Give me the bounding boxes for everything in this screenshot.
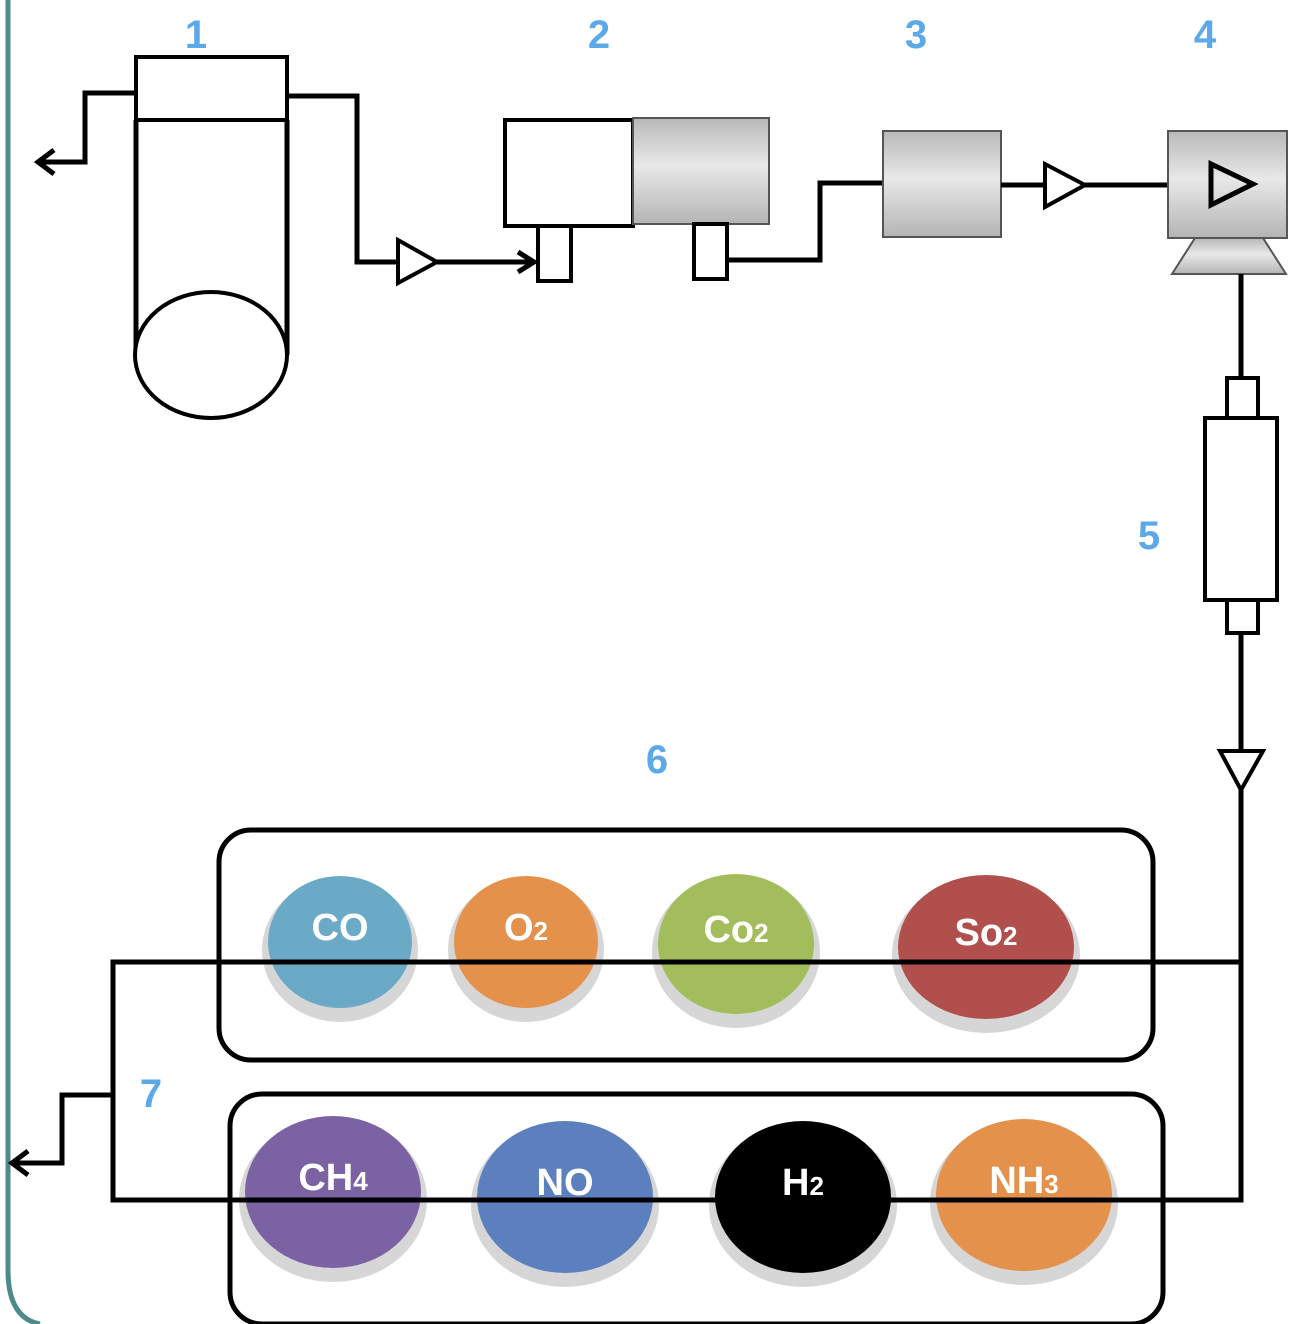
sensor-disc bbox=[245, 1116, 421, 1268]
label-1: 1 bbox=[185, 13, 207, 57]
sensor-h2: H2 bbox=[709, 1121, 897, 1287]
flow-pump-unit bbox=[1167, 130, 1288, 275]
sensor-label-main: NO bbox=[537, 1162, 594, 1204]
sensor-label-subscript: 2 bbox=[534, 916, 548, 946]
check-valve-1 bbox=[396, 236, 442, 287]
sensor-label-main: CO bbox=[312, 907, 369, 949]
gas-flow-loop bbox=[110, 790, 1244, 1203]
sensor-label-subscript: 2 bbox=[1003, 921, 1017, 951]
sensor-label: H2 bbox=[782, 1162, 824, 1204]
check-valve-2 bbox=[1043, 160, 1090, 211]
sensor-array-box-bottom bbox=[227, 1091, 1166, 1324]
label-7: 7 bbox=[140, 1072, 162, 1116]
sensor-label-main: H bbox=[782, 1162, 809, 1204]
sensor-label-main: O bbox=[504, 907, 534, 949]
label-3: 3 bbox=[905, 13, 927, 57]
sensor-label-subscript: 4 bbox=[353, 1166, 368, 1196]
sensor-o2: O2 bbox=[448, 876, 604, 1022]
outer-frame bbox=[5, 0, 41, 1324]
pipe-1-to-2 bbox=[287, 93, 398, 265]
sensor-label-main: Co bbox=[703, 909, 754, 951]
sensor-disc bbox=[898, 875, 1074, 1019]
sensor-label: Co2 bbox=[703, 909, 768, 951]
label-6: 6 bbox=[646, 738, 668, 782]
check-valve-3 bbox=[1216, 749, 1267, 795]
sensor-label-subscript: 2 bbox=[754, 918, 768, 948]
drying-tube bbox=[1203, 376, 1279, 635]
sensor-co2: Co2 bbox=[652, 874, 820, 1028]
sensor-label-main: NH bbox=[989, 1160, 1044, 1202]
sensor-label: So2 bbox=[954, 912, 1017, 954]
sensor-disc bbox=[715, 1121, 891, 1273]
pump-unit bbox=[503, 117, 770, 283]
sensor-label-subscript: 3 bbox=[1044, 1169, 1058, 1199]
filter-unit bbox=[882, 130, 1002, 238]
sensor-disc bbox=[936, 1119, 1112, 1271]
sensor-label: O2 bbox=[504, 907, 548, 949]
exhaust-outlet-bottom bbox=[7, 1092, 113, 1177]
label-4: 4 bbox=[1194, 13, 1217, 57]
label-2: 2 bbox=[588, 13, 610, 57]
sensor-label: CH4 bbox=[298, 1157, 368, 1199]
sensor-label-main: So bbox=[954, 912, 1003, 954]
pipe-2-to-3 bbox=[727, 180, 883, 263]
sensor-label: NH3 bbox=[989, 1160, 1058, 1202]
sensor-so2: So2 bbox=[892, 875, 1080, 1033]
sensor-no: NO bbox=[471, 1121, 659, 1287]
sensor-disc bbox=[658, 874, 814, 1014]
sample-container bbox=[133, 55, 290, 420]
exhaust-outlet-top bbox=[33, 90, 136, 176]
sensor-label: NO bbox=[537, 1162, 594, 1204]
sensor-label-main: CH bbox=[298, 1157, 353, 1199]
label-5: 5 bbox=[1138, 514, 1160, 558]
sensor-disc bbox=[454, 876, 598, 1008]
sensor-disc bbox=[268, 876, 412, 1008]
sensor-disc bbox=[477, 1121, 653, 1273]
sensor-nh3: NH3 bbox=[930, 1119, 1118, 1285]
sensor-co: CO bbox=[262, 876, 418, 1022]
sensor-label: CO bbox=[312, 907, 369, 949]
sensor-array-box-top bbox=[216, 827, 1156, 1063]
sensor-label-subscript: 2 bbox=[809, 1171, 823, 1201]
